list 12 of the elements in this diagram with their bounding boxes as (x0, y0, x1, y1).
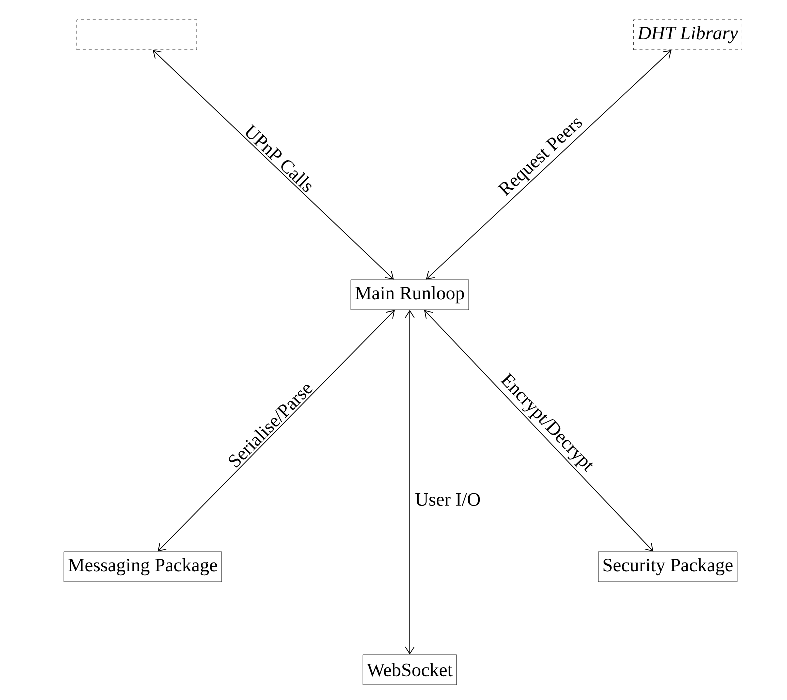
library-box: DHT Library (634, 20, 742, 50)
package-box: WebSocket (362, 654, 458, 686)
package-box: Messaging Package (64, 552, 222, 582)
arrow (426, 50, 672, 280)
edge-label: User I/O (416, 493, 480, 506)
arrow (152, 50, 394, 280)
arrow (405, 310, 415, 655)
arrow (424, 310, 654, 552)
package-box: Main Runloop (350, 280, 470, 310)
arrow (158, 310, 396, 552)
library-box (76, 20, 198, 50)
package-box: Security Package (598, 552, 738, 582)
